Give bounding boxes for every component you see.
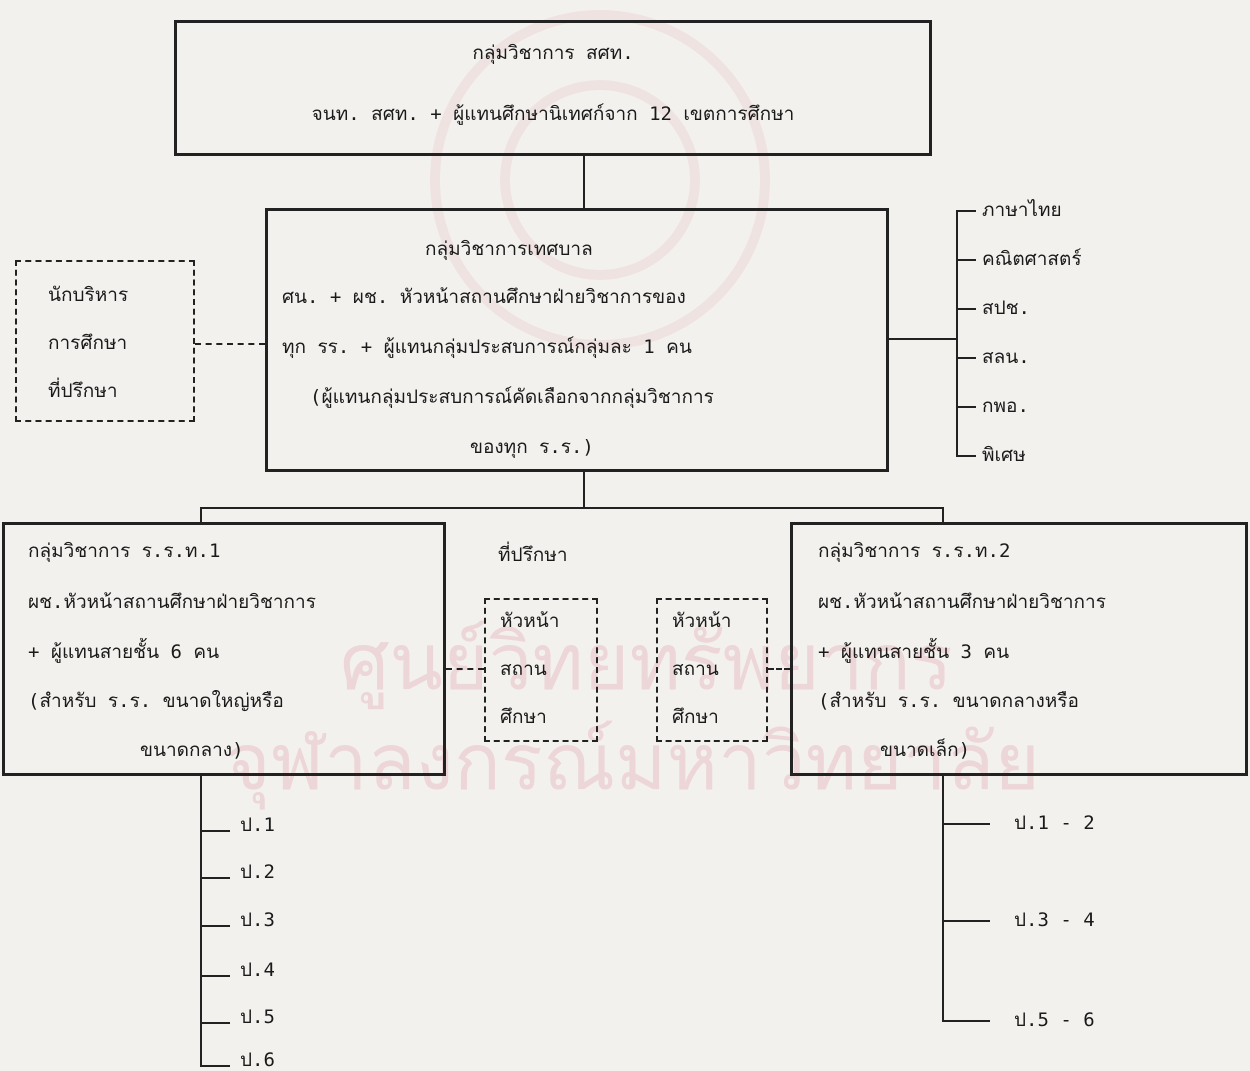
grade-left-tick-4 bbox=[200, 975, 230, 977]
school1-line4: ขนาดกลาง) bbox=[140, 739, 244, 761]
advisor-left-line1: นักบริหาร bbox=[48, 284, 129, 306]
subject-tick-5 bbox=[956, 406, 976, 408]
connector-school1-drop bbox=[200, 507, 202, 523]
advisor-mid-left-line3: ศึกษา bbox=[500, 706, 547, 728]
subjects-spine bbox=[956, 210, 958, 456]
grade-left-tick-3 bbox=[200, 925, 230, 927]
grade-left-tick-6 bbox=[200, 1065, 230, 1067]
advisor-mid-right-line2: สถาน bbox=[672, 658, 719, 680]
advisor-mid-connector-left bbox=[446, 668, 484, 670]
grade-left-tick-1 bbox=[200, 830, 230, 832]
subject-3: สปช. bbox=[982, 297, 1030, 319]
municipal-box bbox=[265, 208, 889, 472]
connector-school2-drop bbox=[942, 507, 944, 523]
grade-right-3: ป.5 - 6 bbox=[1014, 1009, 1095, 1031]
school1-line2: + ผู้แทนสายชั้น 6 คน bbox=[28, 641, 220, 663]
advisor-left-box bbox=[15, 260, 195, 422]
municipal-line2: ทุก รร. + ผู้แทนกลุ่มประสบการณ์กลุ่มละ 1… bbox=[282, 336, 692, 358]
advisor-mid-left-line2: สถาน bbox=[500, 658, 547, 680]
advisor-left-line3: ที่ปรึกษา bbox=[48, 380, 118, 402]
advisor-mid-box-left bbox=[484, 598, 598, 742]
advisor-mid-label: ที่ปรึกษา bbox=[498, 544, 568, 566]
grade-right-tick-2 bbox=[942, 920, 990, 922]
subject-6: พิเศษ bbox=[982, 444, 1026, 466]
school2-line4: ขนาดเล็ก) bbox=[880, 739, 971, 761]
municipal-line4: ของทุก ร.ร.) bbox=[470, 436, 594, 458]
subject-2: คณิตศาสตร์ bbox=[982, 248, 1082, 270]
grades-left-spine bbox=[200, 776, 202, 1066]
grade-left-6: ป.6 bbox=[240, 1049, 275, 1071]
advisor-mid-connector-right bbox=[768, 668, 790, 670]
grade-left-tick-2 bbox=[200, 877, 230, 879]
municipal-line3: (ผู้แทนกลุ่มประสบการณ์คัดเลือกจากกลุ่มวิ… bbox=[310, 386, 714, 408]
grade-left-4: ป.4 bbox=[240, 959, 275, 981]
grade-left-2: ป.2 bbox=[240, 861, 275, 883]
school2-box bbox=[790, 522, 1248, 776]
advisor-left-line2: การศึกษา bbox=[48, 332, 128, 354]
municipal-title: กลุ่มวิชาการเทศบาล bbox=[425, 238, 593, 260]
advisor-left-connector bbox=[195, 343, 265, 345]
top-title: กลุ่มวิชาการ สศท. bbox=[472, 42, 634, 64]
school2-line2: + ผู้แทนสายชั้น 3 คน bbox=[818, 641, 1010, 663]
connector-top bbox=[583, 156, 585, 208]
school1-line3: (สำหรับ ร.ร. ขนาดใหญ่หรือ bbox=[28, 690, 284, 712]
subject-tick-3 bbox=[956, 308, 976, 310]
subjects-connector bbox=[889, 338, 957, 340]
grade-left-5: ป.5 bbox=[240, 1006, 275, 1028]
subject-tick-1 bbox=[956, 210, 976, 212]
advisor-mid-right-line3: ศึกษา bbox=[672, 706, 719, 728]
subject-5: กพอ. bbox=[982, 395, 1029, 417]
school1-line1: ผช.หัวหน้าสถานศึกษาฝ่ายวิชาการ bbox=[28, 591, 316, 613]
grades-right-spine bbox=[942, 776, 944, 1022]
grade-left-1: ป.1 bbox=[240, 814, 275, 836]
grade-right-1: ป.1 - 2 bbox=[1014, 812, 1095, 834]
connector-municipal-down bbox=[583, 472, 585, 508]
grade-right-tick-1 bbox=[942, 823, 990, 825]
municipal-line1: ศน. + ผช. หัวหน้าสถานศึกษาฝ่ายวิชาการของ bbox=[282, 286, 686, 308]
grade-left-3: ป.3 bbox=[240, 909, 275, 931]
grade-left-tick-5 bbox=[200, 1022, 230, 1024]
grade-right-2: ป.3 - 4 bbox=[1014, 909, 1095, 931]
school2-title: กลุ่มวิชาการ ร.ร.ท.2 bbox=[818, 540, 1011, 562]
advisor-mid-left-line1: หัวหน้า bbox=[500, 610, 560, 632]
subject-1: ภาษาไทย bbox=[982, 199, 1062, 221]
advisor-mid-right-line1: หัวหน้า bbox=[672, 610, 732, 632]
grade-right-tick-3 bbox=[942, 1020, 990, 1022]
school2-line1: ผช.หัวหน้าสถานศึกษาฝ่ายวิชาการ bbox=[818, 591, 1106, 613]
advisor-mid-box-right bbox=[656, 598, 768, 742]
top-subtitle: จนท. สศท. + ผู้แทนศึกษานิเทศก์จาก 12 เขต… bbox=[311, 103, 795, 125]
school1-box bbox=[2, 522, 446, 776]
school1-title: กลุ่มวิชาการ ร.ร.ท.1 bbox=[28, 540, 221, 562]
subject-tick-6 bbox=[956, 455, 976, 457]
top-box bbox=[174, 20, 932, 156]
connector-schools-bar bbox=[200, 507, 944, 509]
subject-4: สลน. bbox=[982, 346, 1030, 368]
subject-tick-4 bbox=[956, 357, 976, 359]
subject-tick-2 bbox=[956, 259, 976, 261]
school2-line3: (สำหรับ ร.ร. ขนาดกลางหรือ bbox=[818, 690, 1079, 712]
